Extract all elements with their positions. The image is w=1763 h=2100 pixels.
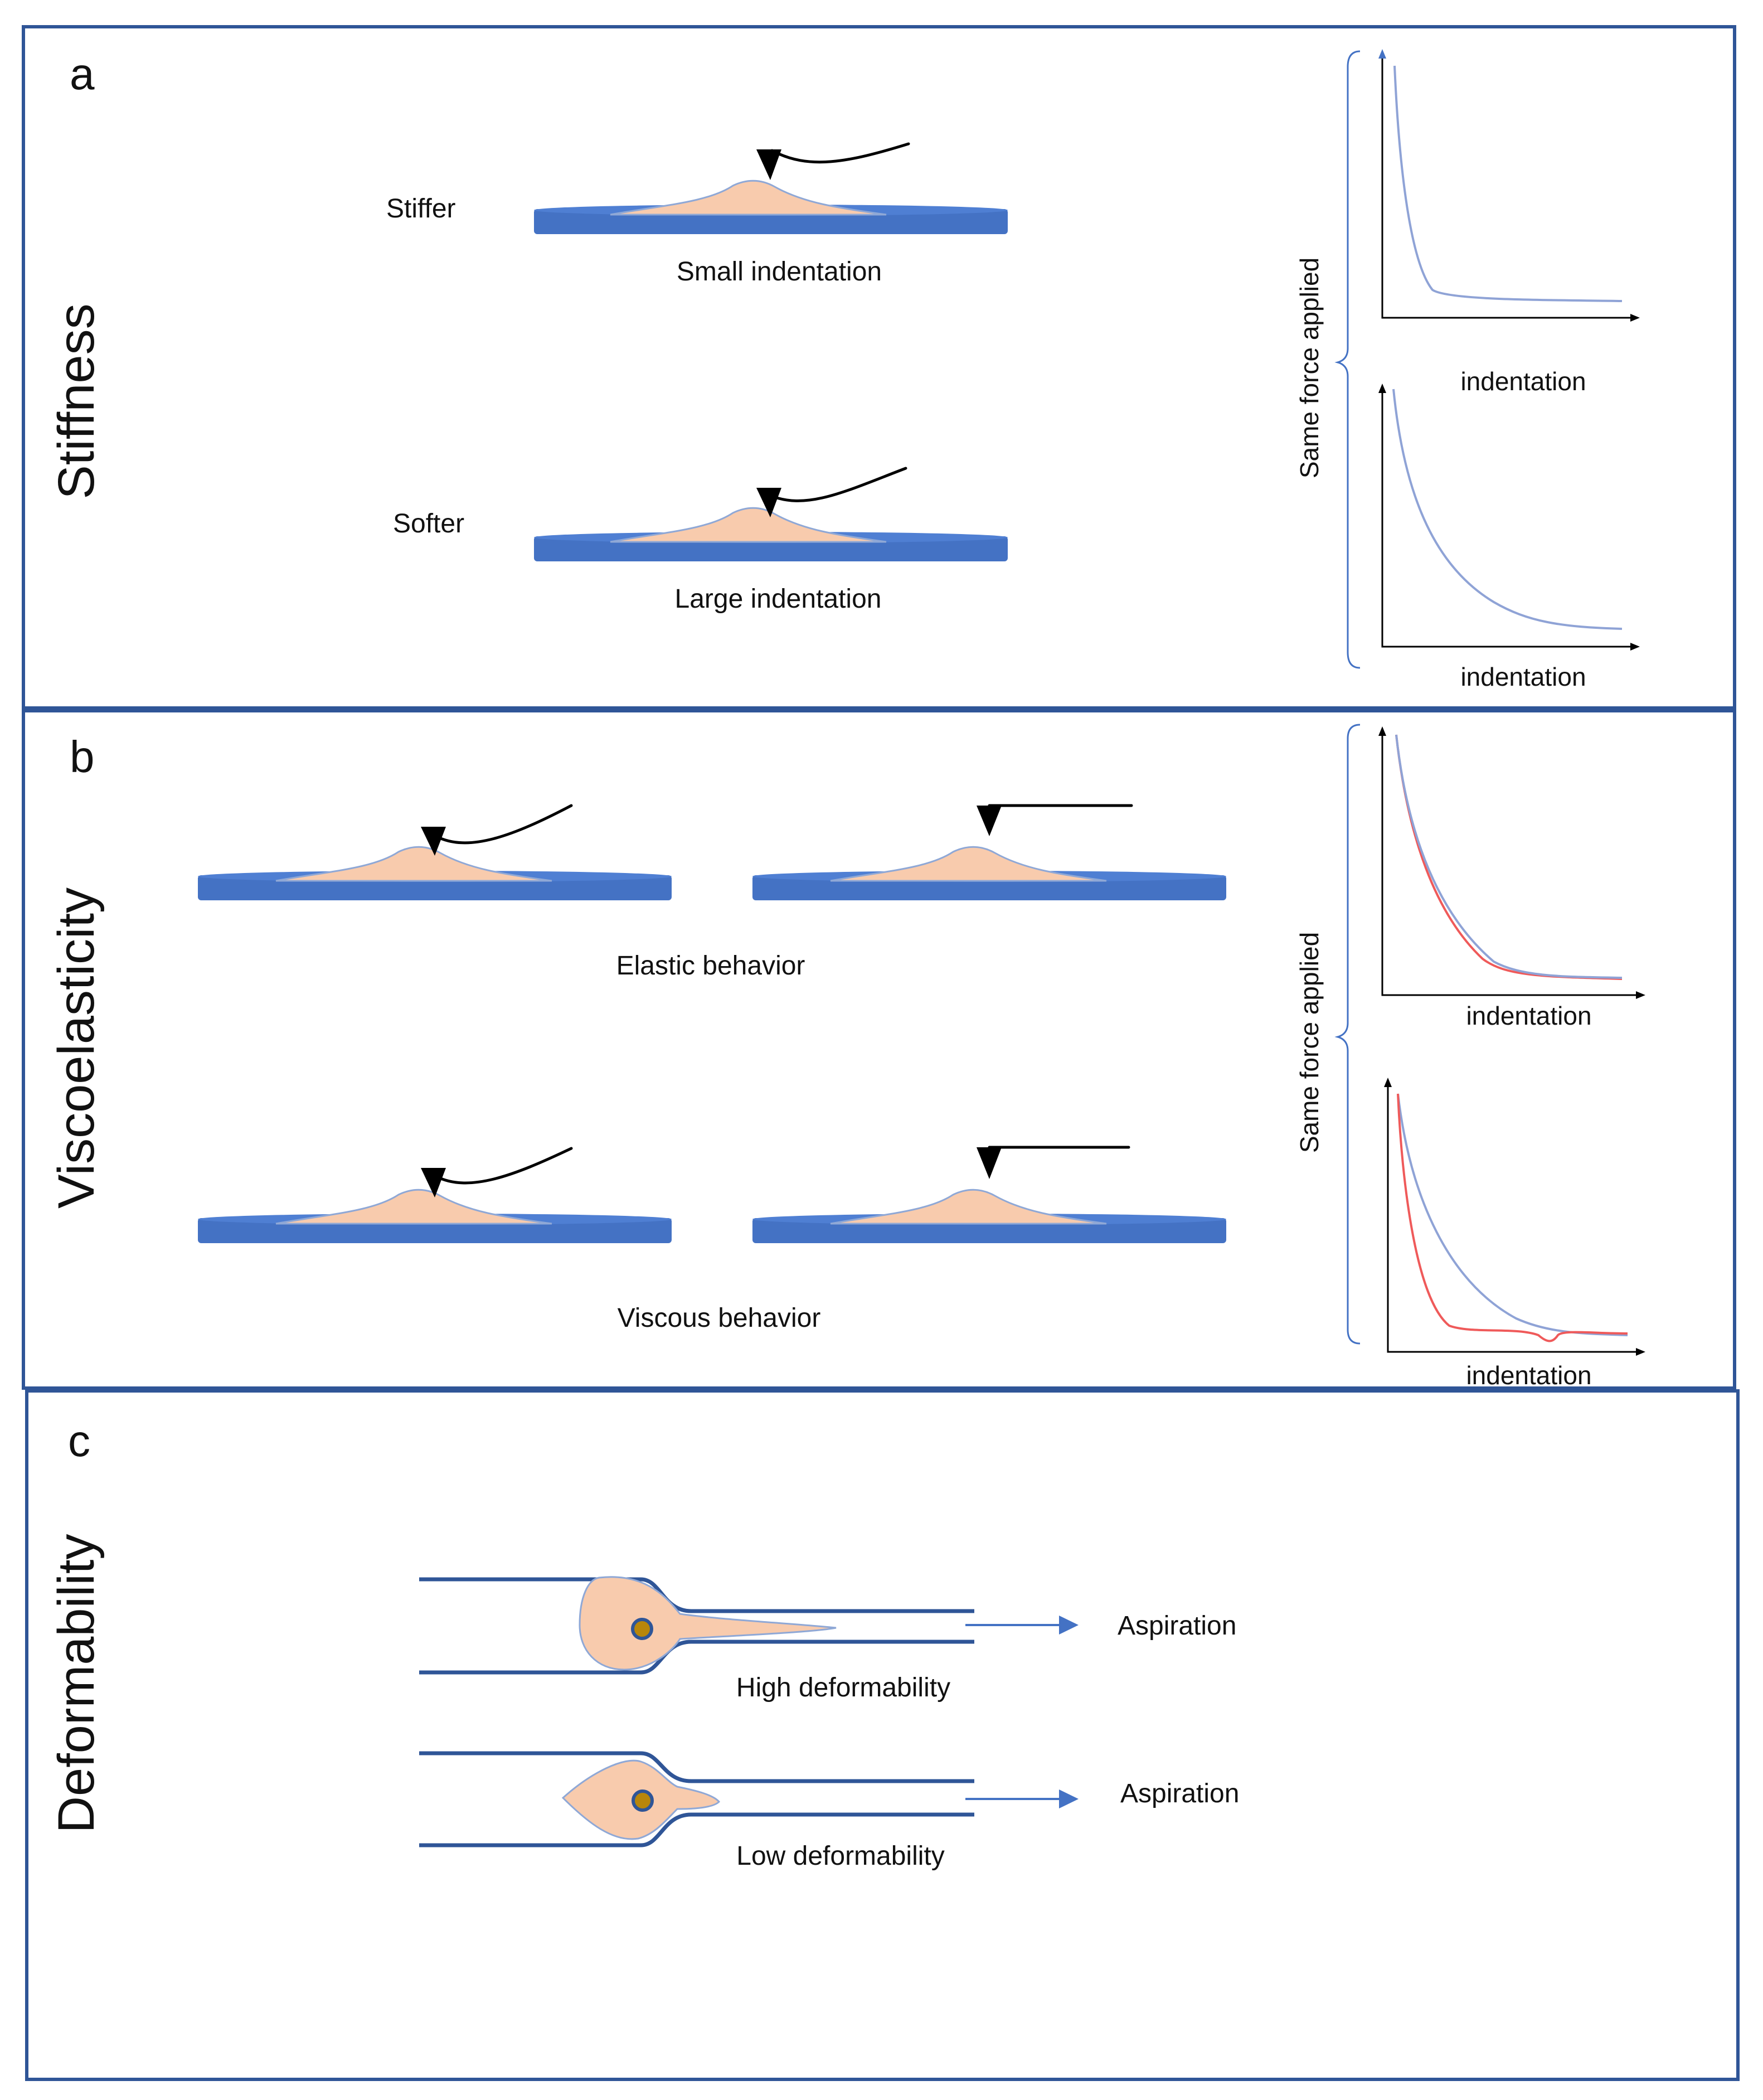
viscous-loading <box>198 1147 672 1243</box>
panel-c: c Deformability Aspiration High deformab… <box>25 1389 1740 2081</box>
elastic-loading <box>198 804 672 900</box>
plot-b1-xlabel: indentation <box>1466 1001 1591 1030</box>
viscous-release <box>752 1146 1226 1243</box>
plot-a2-axes <box>1381 387 1636 648</box>
high-pipette-top <box>419 1577 974 1613</box>
softer-cell <box>609 507 887 543</box>
low-cell-nucleus <box>632 1789 654 1812</box>
high-cell-nucleus <box>631 1618 653 1640</box>
softer-label: Softer <box>393 509 464 539</box>
panel-a-plots: Same force applied indentation indentati… <box>1295 49 1640 691</box>
high-pipette-bottom <box>419 1640 974 1675</box>
softer-caption: Large indentation <box>675 584 882 614</box>
panel-a-brace <box>1334 50 1361 669</box>
panel-b-ylabel: Same force applied <box>1295 932 1324 1153</box>
low-aspiration-label: Aspiration <box>1120 1779 1239 1808</box>
softer-cantilever <box>770 467 907 502</box>
low-deformability-caption: Low deformability <box>736 1841 945 1871</box>
stiffer-tip <box>756 149 781 180</box>
plot-b2-axes <box>1387 1081 1641 1353</box>
panel-b: b Viscoelasticity Elastic behavior <box>22 709 1736 1390</box>
panel-a: a Stiffness Stiffer Small indentation So… <box>22 25 1736 710</box>
stiffer-cantilever <box>770 142 910 164</box>
high-deformed-cell <box>579 1576 837 1671</box>
plot-b1-axes <box>1381 730 1641 996</box>
panel-a-title: Stiffness <box>48 303 105 499</box>
plot-a1-curve <box>1393 65 1623 302</box>
stiffer-setup: Stiffer Small indentation <box>386 142 1008 287</box>
elastic-caption: Elastic behavior <box>616 951 805 981</box>
panel-b-plots: Same force applied indentation indentati… <box>1295 724 1645 1390</box>
high-deformability-setup: Aspiration High deformability <box>419 1576 1236 1703</box>
plot-b2-elastic-curve <box>1397 1093 1628 1336</box>
plot-a2-xlabel: indentation <box>1460 662 1586 691</box>
stiffer-cell <box>609 180 887 216</box>
plot-b2-xlabel: indentation <box>1466 1361 1591 1390</box>
panel-a-ylabel: Same force applied <box>1295 258 1324 478</box>
elastic-release <box>752 804 1226 900</box>
panel-b-brace <box>1334 724 1361 1345</box>
panel-c-title: Deformability <box>48 1534 105 1834</box>
panel-b-frame <box>22 709 1736 1390</box>
stiffer-label: Stiffer <box>386 194 456 224</box>
plot-b2-viscous-curve <box>1397 1093 1628 1342</box>
plot-b1-viscous-curve <box>1395 734 1623 980</box>
plot-a1-xlabel: indentation <box>1460 367 1586 396</box>
plot-a2-curve <box>1392 389 1623 630</box>
panel-b-title: Viscoelasticity <box>48 887 105 1209</box>
softer-tip <box>756 488 781 517</box>
panel-b-letter: b <box>70 732 95 782</box>
stiffer-caption: Small indentation <box>677 257 882 287</box>
softer-setup: Softer Large indentation <box>393 467 1008 614</box>
high-aspiration-label: Aspiration <box>1118 1611 1236 1641</box>
panel-c-frame <box>25 1389 1740 2081</box>
low-pipette-bottom <box>419 1812 974 1847</box>
high-deformability-caption: High deformability <box>736 1673 950 1703</box>
plot-b1-elastic-curve <box>1395 734 1623 979</box>
panel-a-letter: a <box>70 49 95 99</box>
low-deformability-setup: Aspiration Low deformability <box>419 1751 1239 1871</box>
panel-a-frame <box>22 25 1736 710</box>
plot-a1-axes <box>1381 53 1636 319</box>
panel-c-letter: c <box>68 1416 90 1466</box>
viscous-caption: Viscous behavior <box>618 1303 821 1333</box>
low-pipette-top <box>419 1751 974 1783</box>
